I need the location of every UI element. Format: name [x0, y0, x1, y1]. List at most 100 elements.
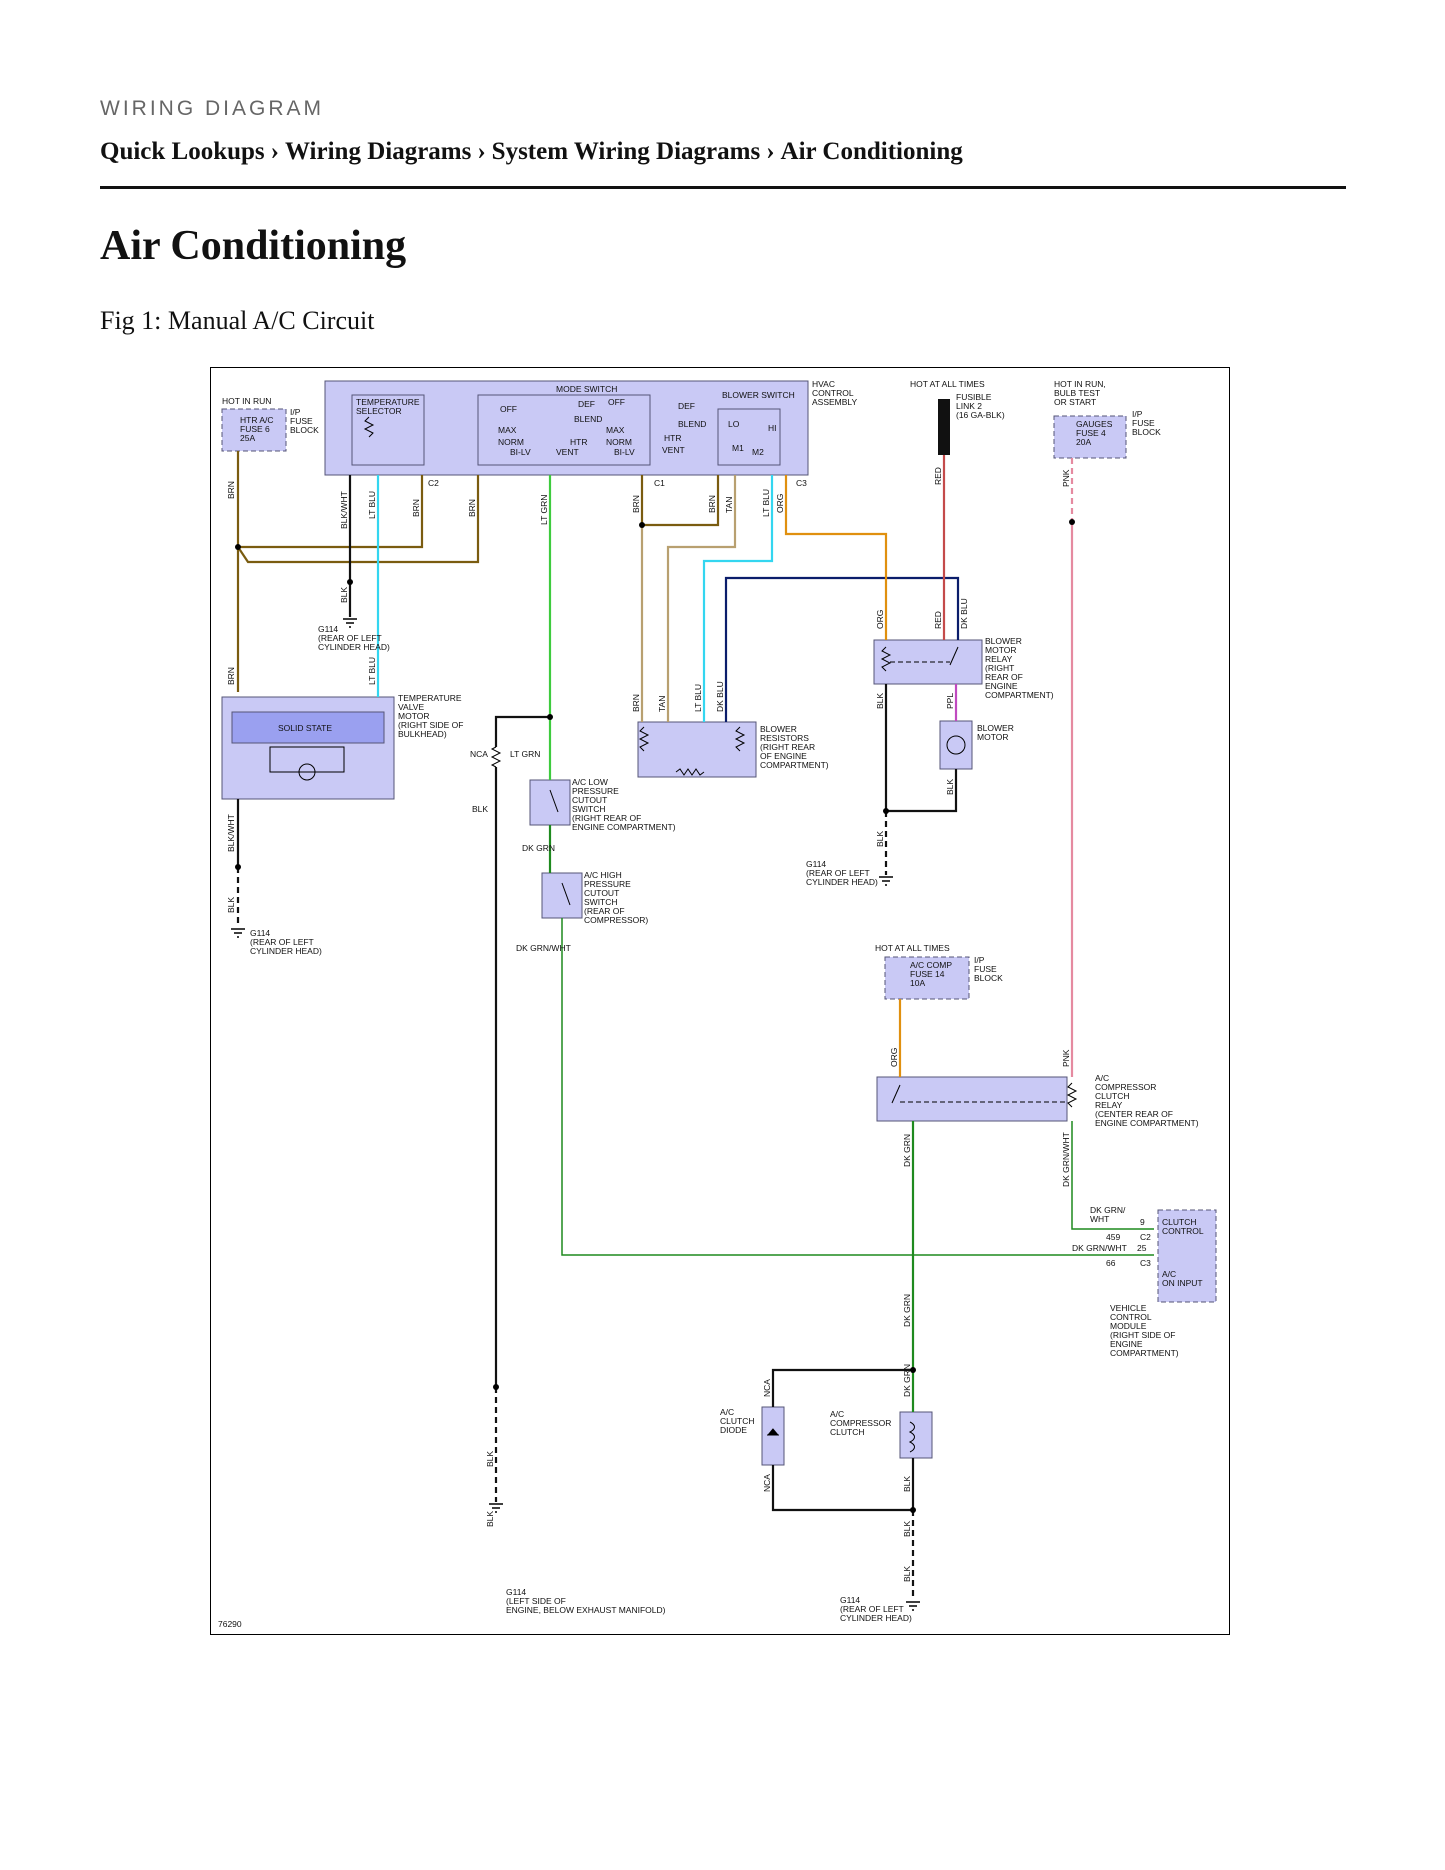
label-line: A/C [1162, 1269, 1176, 1279]
label-line: (REAR OF [584, 906, 625, 916]
mode-pos: VENT [662, 445, 685, 455]
label-dk-grn: DK GRN [522, 843, 555, 853]
wire-tag: DK GRN [902, 1294, 912, 1327]
breadcrumb-item[interactable]: Wiring Diagrams [285, 138, 472, 165]
wire-tag: BLK [485, 1451, 495, 1467]
clutch-diode-box [761, 1406, 785, 1466]
label-line: MOTOR [977, 732, 1008, 742]
label-dk-grn-wht: DK GRN/WHT [516, 943, 571, 953]
label-line: (RIGHT REAR OF [572, 813, 641, 823]
label-hot-at-all-times: HOT AT ALL TIMES [910, 379, 985, 389]
breadcrumb: Quick Lookups›Wiring Diagrams›System Wir… [100, 138, 963, 166]
label-line: G114 [506, 1587, 526, 1597]
blower-pos: LO [728, 419, 740, 429]
mode-pos: DEF [578, 399, 595, 409]
breadcrumb-item[interactable]: Quick Lookups [100, 138, 265, 165]
wire-tag: DK GRN [902, 1364, 912, 1397]
mode-pos: BLEND [574, 414, 602, 424]
label-line: (CENTER REAR OF [1095, 1109, 1173, 1119]
wire-org [784, 475, 888, 640]
label-line: CYLINDER HEAD) [806, 877, 878, 887]
label-dk-grn-wht-2: DK GRN/WHT [1072, 1243, 1127, 1253]
ground-icon [489, 1503, 503, 1513]
label-line: COMPRESSOR [830, 1418, 891, 1428]
wire-tag: ORG [889, 1048, 899, 1067]
wire-layer [236, 451, 1154, 1600]
label-line: DIODE [720, 1425, 747, 1435]
splice-dot [883, 808, 889, 814]
label-circuit-459: 459 [1106, 1232, 1120, 1242]
wire-tag: BRN [411, 499, 421, 517]
label-line: TEMPERATURE [398, 693, 462, 703]
label-circuit-66: 66 [1106, 1258, 1116, 1268]
wire-dk-grn-wht [1071, 1121, 1154, 1230]
splice-dot [235, 864, 241, 870]
wire-tag: LT BLU [693, 684, 703, 712]
label-line: BLOWER [760, 724, 797, 734]
mode-pos: BI-LV [510, 447, 531, 457]
label-line: LINK 2 [956, 401, 982, 411]
resistor-icon [363, 416, 375, 438]
ac-comp-fuse-box [884, 956, 970, 1000]
vcm-box [1157, 1209, 1217, 1303]
label-line: CYLINDER HEAD) [250, 946, 322, 956]
label-line: 10A [910, 978, 925, 988]
label-line: G114 [840, 1595, 860, 1605]
label-line: FUSIBLE [956, 392, 992, 402]
label-line: 20A [1076, 437, 1091, 447]
breadcrumb-separator: › [766, 138, 775, 165]
label-line: (RIGHT SIDE OF [1110, 1330, 1176, 1340]
label-conn-c2: C2 [1140, 1232, 1151, 1242]
figure-caption: Fig 1: Manual A/C Circuit [100, 306, 375, 335]
label-line: FUSE [974, 964, 997, 974]
label-line: HTR A/C [240, 415, 274, 425]
wire-tag: LT BLU [761, 489, 771, 517]
wire-nca [771, 1465, 913, 1512]
wire-tag: LT BLU [367, 657, 377, 685]
label-solid-state: SOLID STATE [278, 723, 332, 733]
mode-pos: MAX [498, 425, 517, 435]
label-line: OR START [1054, 397, 1096, 407]
label-line: CLUTCH [1162, 1217, 1196, 1227]
label-line: CYLINDER HEAD) [840, 1613, 912, 1623]
label-hot-in-run: HOT IN RUN [222, 396, 271, 406]
switch-contact-icon [561, 882, 571, 906]
label-line: BULB TEST [1054, 388, 1100, 398]
wire-tag: ORG [775, 494, 785, 513]
breadcrumb-item[interactable]: System Wiring Diagrams [491, 138, 761, 165]
resistor-icon [675, 768, 705, 776]
label-line: (REAR OF LEFT [840, 1604, 904, 1614]
label-line: ENGINE COMPARTMENT) [1095, 1118, 1199, 1128]
label-line: FUSE 4 [1076, 428, 1106, 438]
mode-pos: HTR [664, 433, 681, 443]
label-line: 25A [240, 433, 255, 443]
breadcrumb-separator: › [477, 138, 486, 165]
wire-brn [640, 475, 720, 527]
breadcrumb-item[interactable]: Air Conditioning [780, 138, 963, 165]
label-diagram-id: 76290 [218, 1619, 242, 1629]
label-line: TEMPERATURE [356, 397, 420, 407]
label-line: COMPARTMENT) [985, 690, 1054, 700]
wire-blk [886, 769, 958, 813]
label-line: CLUTCH [720, 1416, 754, 1426]
label-line: SWITCH [572, 804, 606, 814]
label-line: COMPRESSOR) [584, 915, 648, 925]
wire-tag: DK BLU [959, 598, 969, 629]
compressor-clutch-relay-box [876, 1076, 1068, 1122]
diagram-frame [210, 367, 1230, 1635]
label-line: COMPARTMENT) [1110, 1348, 1179, 1358]
mode-pos: NORM [498, 437, 524, 447]
wire-tag: BLK [902, 1566, 912, 1582]
